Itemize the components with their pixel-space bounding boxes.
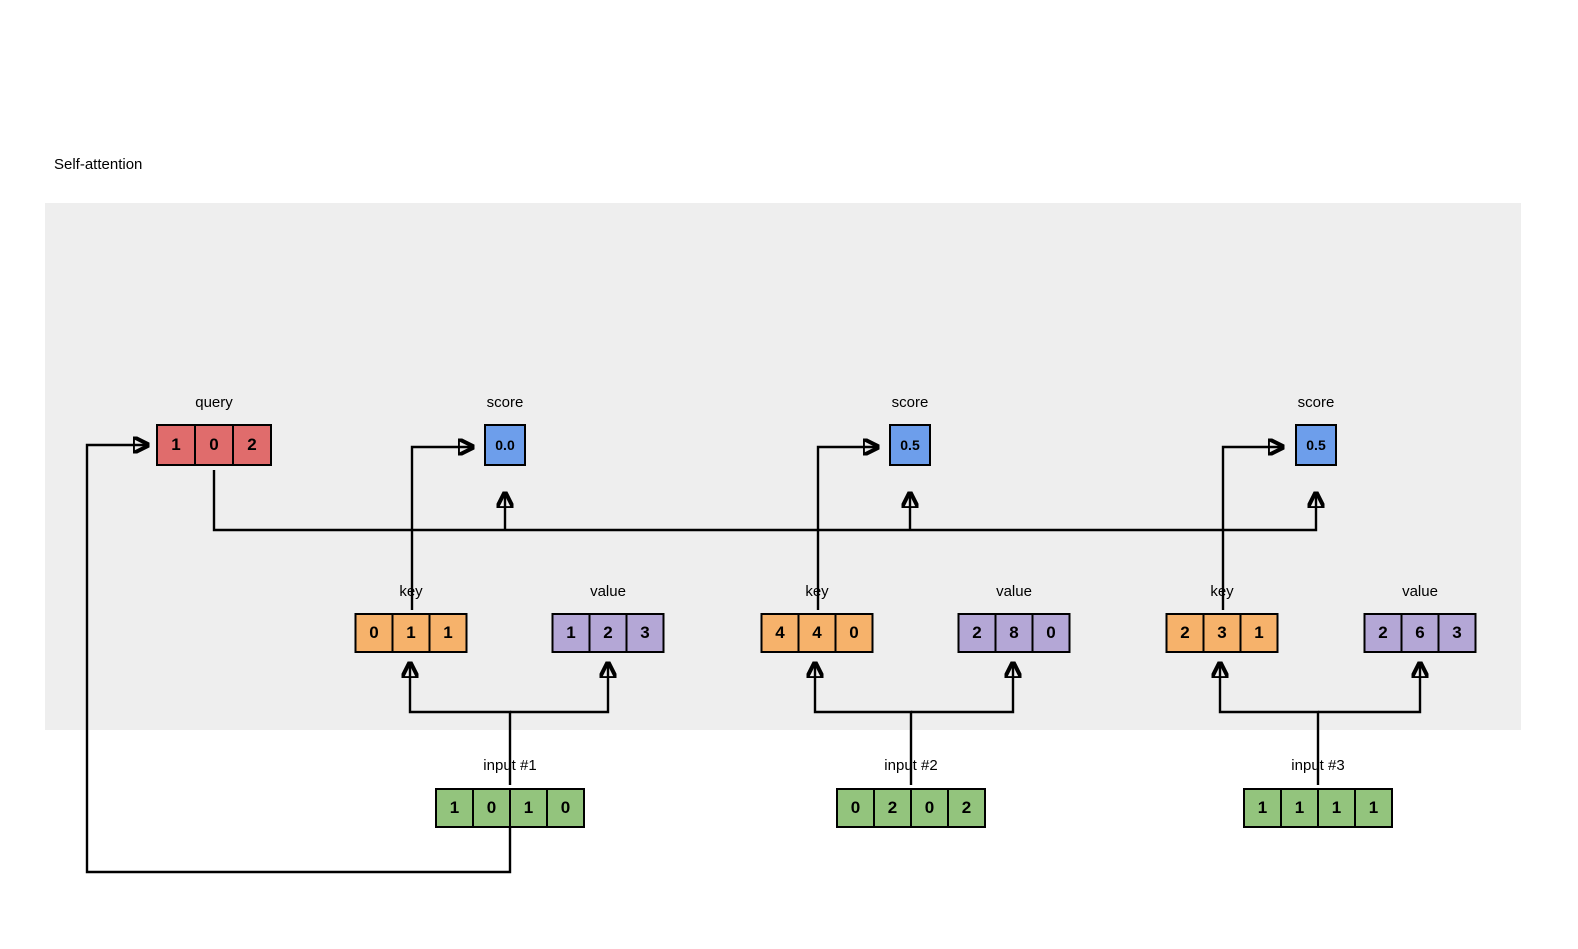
query-vector: 1 0 2: [156, 424, 272, 466]
key-vector-2: 4 4 0: [760, 613, 874, 653]
value-cell: 3: [1437, 613, 1477, 653]
input-cell: 0: [910, 788, 949, 828]
key-label-3: key: [1210, 583, 1234, 600]
score-label-1: score: [486, 394, 524, 411]
key-cell: 0: [354, 613, 394, 653]
input-label-2: input #2: [884, 757, 938, 774]
score-cell: 0.5: [889, 424, 931, 466]
query-cell: 2: [232, 424, 272, 466]
value-label-3: value: [1402, 583, 1438, 600]
value-cell: 0: [1031, 613, 1071, 653]
input-cell: 2: [947, 788, 986, 828]
score-vector-2: 0.5: [889, 424, 931, 466]
input-vector-3: 1 1 1 1: [1243, 788, 1393, 828]
value-vector-2: 2 8 0: [957, 613, 1071, 653]
score-vector-3: 0.5: [1295, 424, 1337, 466]
input-cell: 1: [1243, 788, 1282, 828]
key-cell: 4: [797, 613, 837, 653]
value-cell: 1: [551, 613, 591, 653]
value-cell: 3: [625, 613, 665, 653]
input-label-3: input #3: [1291, 757, 1345, 774]
score-cell: 0.0: [484, 424, 526, 466]
input-cell: 0: [472, 788, 511, 828]
page-title: Self-attention: [54, 156, 143, 173]
value-cell: 8: [994, 613, 1034, 653]
key-label-2: key: [805, 583, 829, 600]
value-vector-3: 2 6 3: [1363, 613, 1477, 653]
value-cell: 2: [957, 613, 997, 653]
input-vector-1: 1 0 1 0: [435, 788, 585, 828]
key-cell: 1: [1239, 613, 1279, 653]
query-label: query: [195, 394, 233, 411]
query-cell: 0: [194, 424, 234, 466]
input-cell: 1: [1354, 788, 1393, 828]
input-label-1: input #1: [483, 757, 537, 774]
input-vector-2: 0 2 0 2: [836, 788, 986, 828]
input-cell: 0: [546, 788, 585, 828]
value-cell: 2: [588, 613, 628, 653]
query-cell: 1: [156, 424, 196, 466]
score-vector-1: 0.0: [484, 424, 526, 466]
score-label-2: score: [891, 394, 929, 411]
value-cell: 2: [1363, 613, 1403, 653]
input-cell: 2: [873, 788, 912, 828]
key-vector-3: 2 3 1: [1165, 613, 1279, 653]
key-cell: 3: [1202, 613, 1242, 653]
score-label-3: score: [1297, 394, 1335, 411]
key-label-1: key: [399, 583, 423, 600]
key-vector-1: 0 1 1: [354, 613, 468, 653]
value-label-1: value: [590, 583, 626, 600]
key-cell: 1: [391, 613, 431, 653]
value-label-2: value: [996, 583, 1032, 600]
input-cell: 1: [1317, 788, 1356, 828]
input-cell: 1: [1280, 788, 1319, 828]
key-cell: 4: [760, 613, 800, 653]
value-cell: 6: [1400, 613, 1440, 653]
key-cell: 2: [1165, 613, 1205, 653]
input-cell: 1: [509, 788, 548, 828]
value-vector-1: 1 2 3: [551, 613, 665, 653]
key-cell: 1: [428, 613, 468, 653]
input-cell: 1: [435, 788, 474, 828]
key-cell: 0: [834, 613, 874, 653]
score-cell: 0.5: [1295, 424, 1337, 466]
input-cell: 0: [836, 788, 875, 828]
